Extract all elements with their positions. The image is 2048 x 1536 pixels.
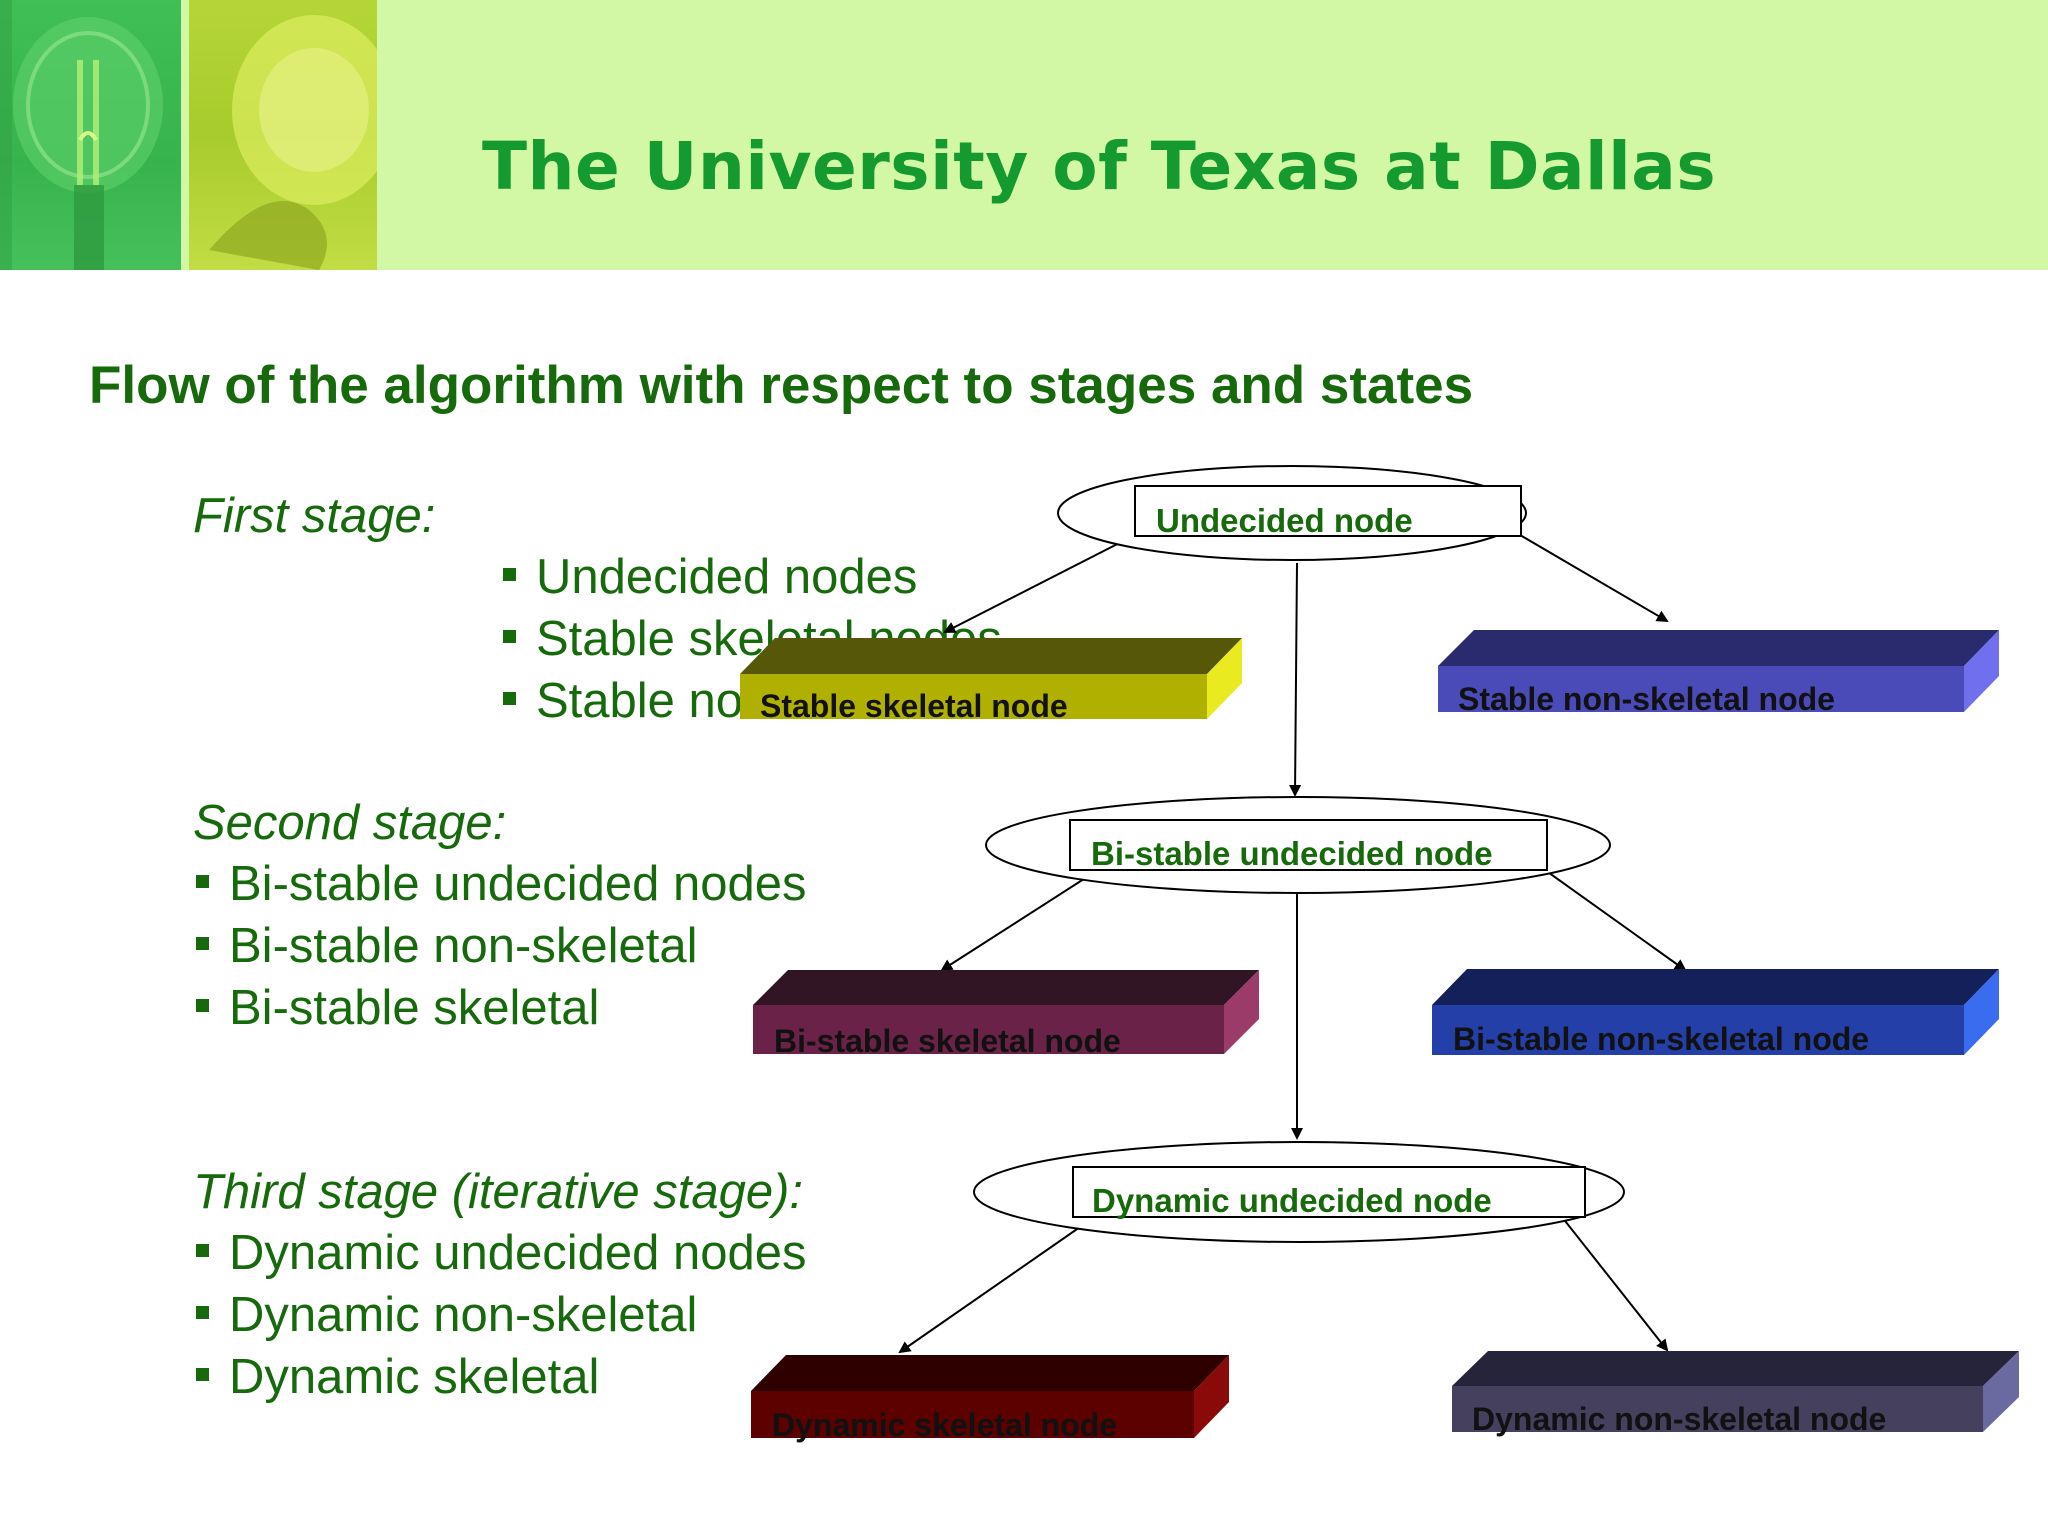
- outcome-node-label: Dynamic skeletal node: [772, 1407, 1117, 1443]
- slide-heading: Flow of the algorithm with respect to st…: [89, 356, 1474, 415]
- arrow: [898, 1217, 1094, 1354]
- decision-node-label: Dynamic undecided node: [1092, 1182, 1492, 1219]
- decision-node-label: Bi-stable undecided node: [1091, 835, 1493, 872]
- decision-node-label: Undecided node: [1156, 502, 1413, 539]
- outcome-node-label: Dynamic non-skeletal node: [1472, 1401, 1886, 1437]
- stage-1-label: First stage:: [193, 489, 436, 543]
- arrow: [1519, 534, 1669, 623]
- stage-3-list: Dynamic undecided nodes Dynamic non-skel…: [196, 1222, 806, 1408]
- lightbulb-image-left: [0, 0, 181, 270]
- outcome-node-stable-non-skeletal: Stable non-skeletal node: [1438, 630, 1999, 717]
- university-title: The University of Texas at Dallas: [482, 128, 1717, 205]
- list-item: Dynamic undecided nodes: [196, 1222, 806, 1284]
- lightbulb-image-right: [189, 0, 377, 270]
- list-item: Bi-stable undecided nodes: [196, 853, 807, 915]
- decision-node-bistable: Bi-stable undecided node: [985, 796, 1611, 894]
- outcome-node-label: Bi-stable non-skeletal node: [1453, 1021, 1869, 1057]
- arrows: [898, 534, 1687, 1354]
- outcome-node-label: Stable non-skeletal node: [1458, 681, 1835, 717]
- outcome-node-label: Stable skeletal node: [760, 688, 1068, 724]
- decision-node-undecided: Undecided node: [1057, 465, 1527, 561]
- arrow: [1289, 562, 1302, 797]
- arrow: [940, 876, 1088, 972]
- lightbulb-icon: [189, 0, 377, 270]
- outcome-node-label: Bi-stable skeletal node: [774, 1023, 1121, 1059]
- outcome-node-dynamic-non-skeletal: Dynamic non-skeletal node: [1452, 1351, 2019, 1437]
- arrow: [1557, 1211, 1669, 1352]
- list-item: Bi-stable skeletal: [196, 977, 807, 1039]
- stage-2-list: Bi-stable undecided nodes Bi-stable non-…: [196, 853, 807, 1039]
- decision-node-dynamic: Dynamic undecided node: [973, 1141, 1625, 1243]
- list-item: Undecided nodes: [503, 546, 1100, 608]
- stage-3-label: Third stage (iterative stage):: [193, 1165, 804, 1219]
- list-item: Bi-stable non-skeletal: [196, 915, 807, 977]
- list-item: Dynamic skeletal: [196, 1346, 806, 1408]
- lightbulb-icon: [0, 0, 163, 270]
- outcome-node-stable-skeletal: Stable skeletal node: [740, 638, 1242, 724]
- outcome-node-dynamic-skeletal: Dynamic skeletal node: [751, 1355, 1229, 1443]
- list-item: Dynamic non-skeletal: [196, 1284, 806, 1346]
- outcome-node-bistable-non-skeletal: Bi-stable non-skeletal node: [1432, 969, 1999, 1057]
- arrow: [943, 534, 1136, 633]
- stage-2-label: Second stage:: [193, 796, 507, 850]
- arrow: [1544, 869, 1687, 972]
- outcome-node-bistable-skeletal: Bi-stable skeletal node: [753, 970, 1259, 1059]
